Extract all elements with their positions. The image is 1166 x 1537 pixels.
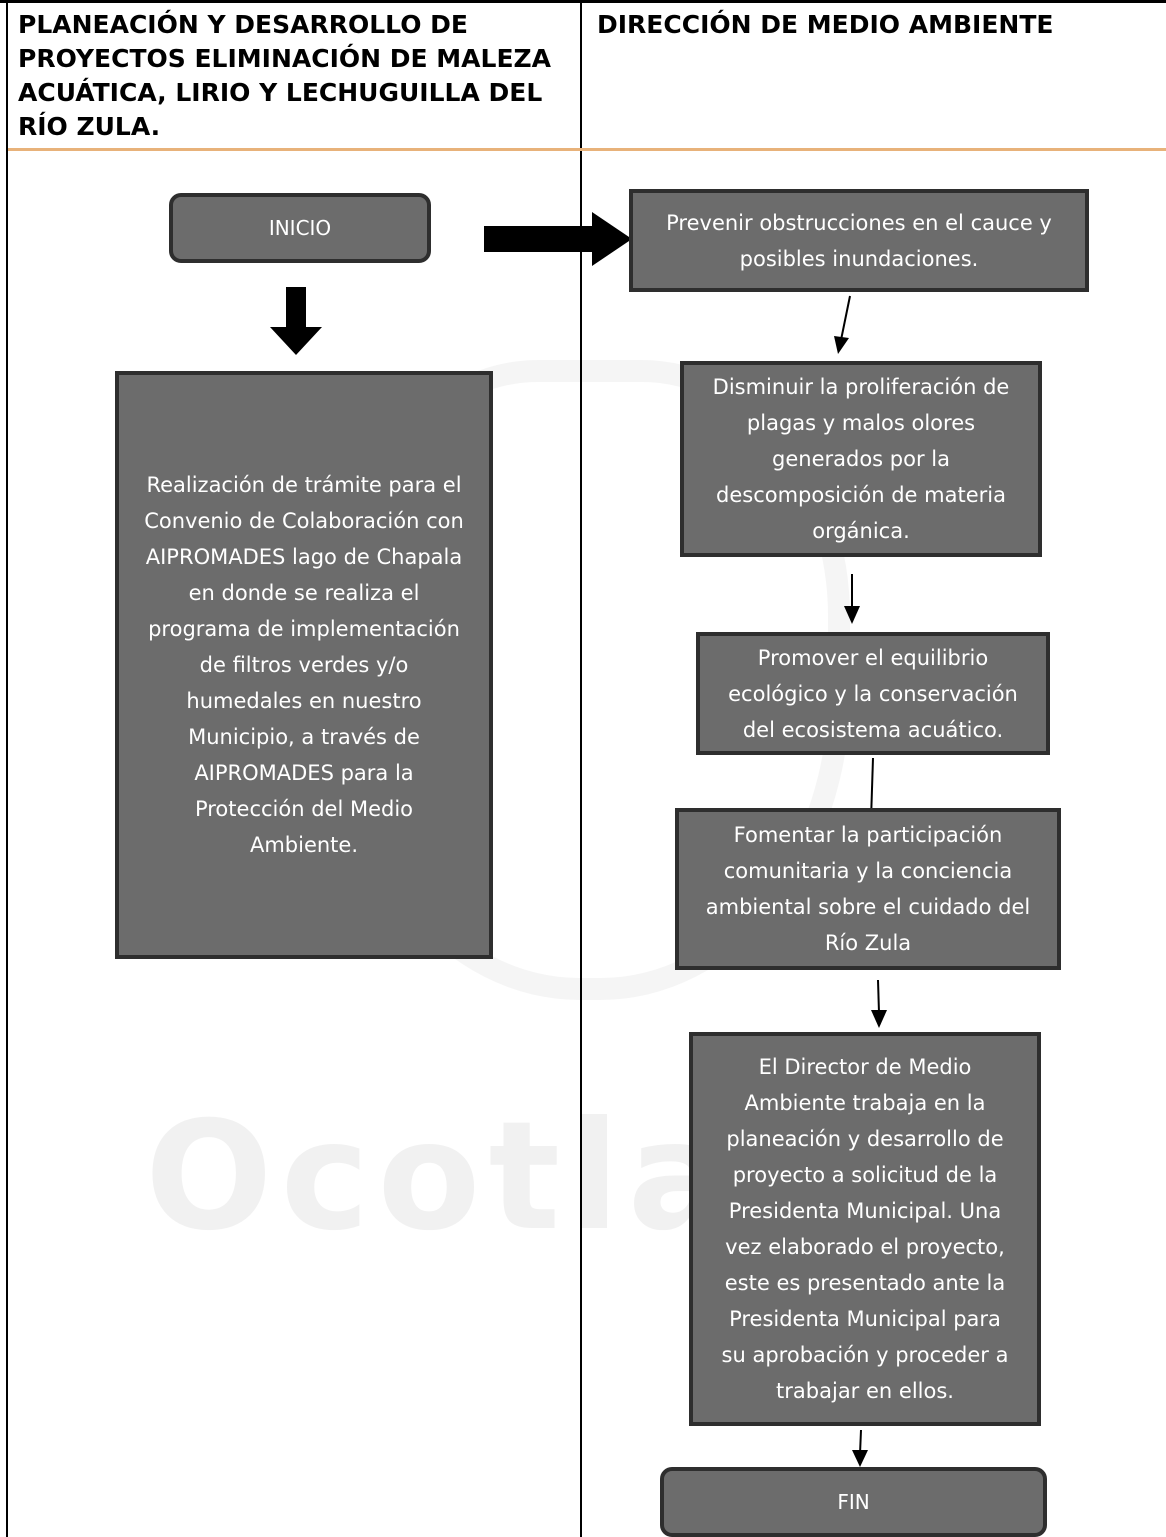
arrow-down-icon: [270, 287, 322, 355]
table-left-border: [6, 0, 8, 1537]
watermark-text: Ocotla: [145, 1090, 737, 1264]
arrowhead-2-3: [844, 606, 860, 624]
arrow-right-icon: [484, 212, 632, 266]
connector-4-5: [877, 979, 880, 1014]
tramite-process-box: Realización de trámite para el Convenio …: [115, 371, 493, 959]
end-node: FIN: [660, 1467, 1047, 1537]
start-node: INICIO: [169, 193, 431, 263]
step-ecological-balance: Promover el equilibrio ecológico y la co…: [696, 632, 1050, 755]
header-left-title: PLANEACIÓN Y DESARROLLO DE PROYECTOS ELI…: [18, 10, 552, 141]
arrowhead-1-2: [834, 336, 849, 354]
arrowhead-5-end: [852, 1450, 868, 1467]
table-top-border: [0, 0, 1166, 3]
step-community-participation: Fomentar la participación comunitaria y …: [675, 808, 1061, 970]
arrowhead-4-5: [871, 1010, 887, 1028]
header-right-title: DIRECCIÓN DE MEDIO AMBIENTE: [597, 10, 1054, 39]
step-director-planning: El Director de Medio Ambiente trabaja en…: [689, 1032, 1041, 1426]
header-separator: [8, 148, 1166, 151]
step-reduce-pests: Disminuir la proliferación de plagas y m…: [680, 361, 1042, 557]
step-prevent-obstructions: Prevenir obstrucciones en el cauce y pos…: [629, 189, 1089, 292]
connector-1-2: [840, 295, 851, 341]
